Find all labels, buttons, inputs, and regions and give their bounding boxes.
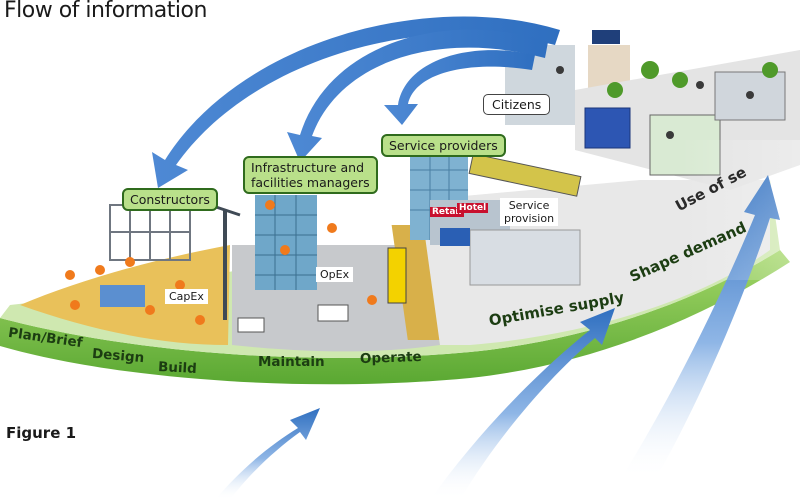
- band-fade: [680, 140, 800, 280]
- tram: [387, 247, 407, 304]
- people-citizens: [556, 66, 754, 139]
- label-infrastructure-managers: Infrastructure and facilities managers: [243, 156, 378, 194]
- train: [468, 153, 582, 197]
- ambulance: [317, 304, 349, 322]
- label-capex: CapEx: [165, 289, 208, 305]
- double-decker-bus: [584, 107, 631, 149]
- upward-arrow-middle: [430, 308, 615, 500]
- bus: [440, 228, 470, 246]
- lifecycle-band: [0, 250, 790, 385]
- tower-windows: [255, 195, 317, 290]
- info-arc-to-constructors: [152, 16, 560, 189]
- stage-operate: Operate: [359, 348, 422, 368]
- label-constructors: Constructors: [122, 188, 218, 211]
- label-infrastructure-line1: Infrastructure and: [251, 160, 365, 175]
- solar-panel: [592, 30, 620, 44]
- stage-build: Build: [157, 358, 198, 378]
- label-citizens: Citizens: [483, 94, 551, 115]
- sign-retail: Retail: [430, 207, 464, 217]
- label-opex: OpEx: [316, 267, 354, 283]
- info-arc-to-services: [384, 50, 535, 125]
- stage-maintain: Maintain: [258, 354, 325, 370]
- trees: [607, 61, 778, 98]
- figure-label: Figure 1: [6, 424, 77, 442]
- label-service-provision: Service provision: [500, 198, 559, 227]
- label-service-provision-line2: provision: [504, 212, 555, 226]
- label-infrastructure-line2: facilities managers: [251, 175, 370, 190]
- sign-hotel: Hotel: [457, 203, 489, 213]
- upward-arrow-left: [215, 408, 320, 500]
- label-service-provision-line1: Service: [508, 199, 550, 212]
- info-arc-to-infra: [287, 29, 548, 162]
- shopping-centre: [469, 229, 581, 286]
- workers-maintenance: [265, 200, 377, 305]
- office-tower: [255, 195, 317, 290]
- label-service-providers: Service providers: [381, 134, 506, 157]
- workers-construction: [65, 257, 205, 325]
- van: [237, 317, 265, 333]
- blueprint-table: [100, 285, 145, 307]
- page-title: Flow of information: [4, 0, 207, 23]
